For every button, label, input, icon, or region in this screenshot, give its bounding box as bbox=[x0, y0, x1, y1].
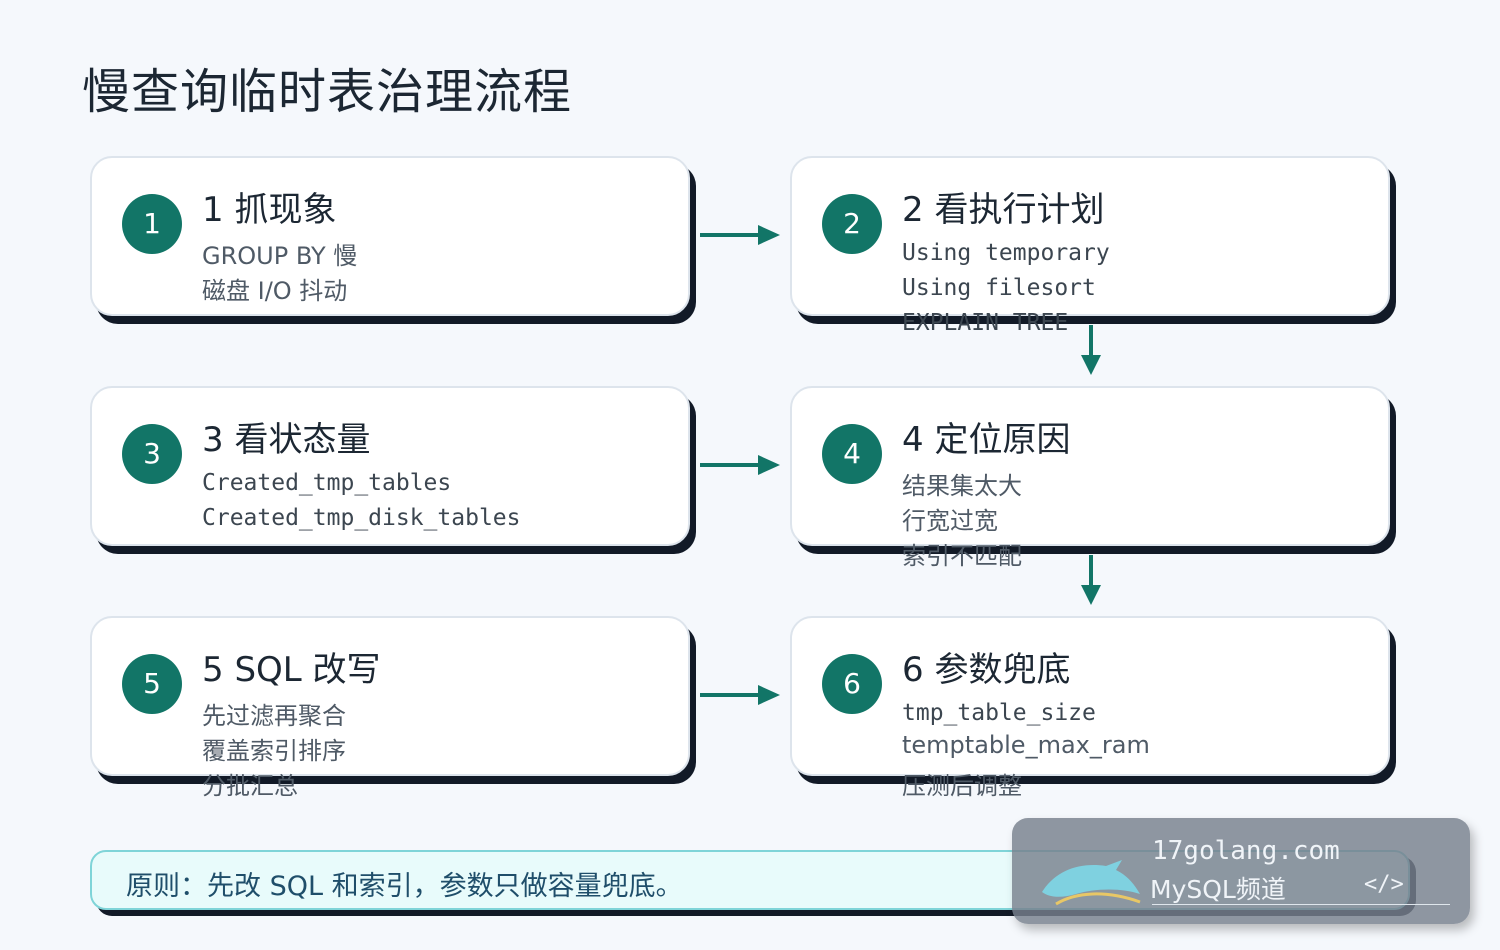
step-card-4: 4 4 定位原因 结果集太大 行宽过宽 索引不匹配 bbox=[790, 386, 1390, 570]
arrow-right-icon bbox=[700, 225, 780, 245]
step-card-3: 3 3 看状态量 Created_tmp_tables Created_tmp_… bbox=[90, 386, 690, 546]
arrow-down-icon bbox=[1081, 555, 1101, 605]
watermark-channel: MySQL频道 bbox=[1150, 875, 1286, 904]
code-icon: </> bbox=[1364, 872, 1404, 897]
step-detail: 先过滤再聚合 bbox=[202, 702, 346, 730]
dolphin-logo-icon bbox=[1042, 860, 1141, 906]
step-detail: Created_tmp_disk_tables bbox=[202, 505, 521, 531]
step-card-6: 6 6 参数兜底 tmp_table_size temptable_max_ra… bbox=[790, 616, 1390, 800]
step-title: 4 定位原因 bbox=[902, 420, 1071, 460]
step-card-1: 1 1 抓现象 GROUP BY 慢 磁盘 I/O 抖动 bbox=[90, 156, 690, 316]
step-detail: temptable_max_ram bbox=[902, 731, 1150, 759]
step-title: 6 参数兜底 bbox=[902, 650, 1071, 690]
watermark-site: 17golang.com bbox=[1152, 836, 1340, 866]
step-number-badge: 3 bbox=[122, 424, 182, 484]
step-title: 5 SQL 改写 bbox=[202, 650, 381, 690]
step-number-badge: 1 bbox=[122, 194, 182, 254]
step-card-5: 5 5 SQL 改写 先过滤再聚合 覆盖索引排序 分批汇总 bbox=[90, 616, 690, 800]
step-number-badge: 4 bbox=[822, 424, 882, 484]
step-detail: Created_tmp_tables bbox=[202, 470, 452, 496]
step-detail: GROUP BY 慢 bbox=[202, 242, 358, 270]
step-title: 2 看执行计划 bbox=[902, 190, 1105, 230]
step-number-badge: 5 bbox=[122, 654, 182, 714]
watermark-divider bbox=[1152, 904, 1450, 905]
watermark: 17golang.com MySQL频道 </> bbox=[1012, 818, 1470, 924]
step-detail: 行宽过宽 bbox=[902, 507, 998, 535]
step-detail: 覆盖索引排序 bbox=[202, 737, 346, 765]
step-number-badge: 6 bbox=[822, 654, 882, 714]
step-detail: Using temporary bbox=[902, 240, 1110, 266]
step-title: 1 抓现象 bbox=[202, 190, 337, 230]
arrow-down-icon bbox=[1081, 325, 1101, 375]
principle-text: 原则：先改 SQL 和索引，参数只做容量兜底。 bbox=[126, 871, 683, 902]
page-title: 慢查询临时表治理流程 bbox=[82, 64, 573, 120]
step-title: 3 看状态量 bbox=[202, 420, 371, 460]
step-detail: Using filesort bbox=[902, 275, 1096, 301]
step-detail: 结果集太大 bbox=[902, 472, 1022, 500]
arrow-right-icon bbox=[700, 685, 780, 705]
step-detail: 索引不匹配 bbox=[902, 542, 1022, 570]
step-detail: tmp_table_size bbox=[902, 700, 1096, 726]
step-detail: 压测后调整 bbox=[902, 772, 1022, 800]
step-detail: 磁盘 I/O 抖动 bbox=[202, 277, 348, 305]
arrow-right-icon bbox=[700, 455, 780, 475]
step-number-badge: 2 bbox=[822, 194, 882, 254]
step-detail: 分批汇总 bbox=[202, 772, 298, 800]
step-card-2: 2 2 看执行计划 Using temporary Using filesort… bbox=[790, 156, 1390, 336]
step-detail: EXPLAIN TREE bbox=[902, 310, 1069, 336]
